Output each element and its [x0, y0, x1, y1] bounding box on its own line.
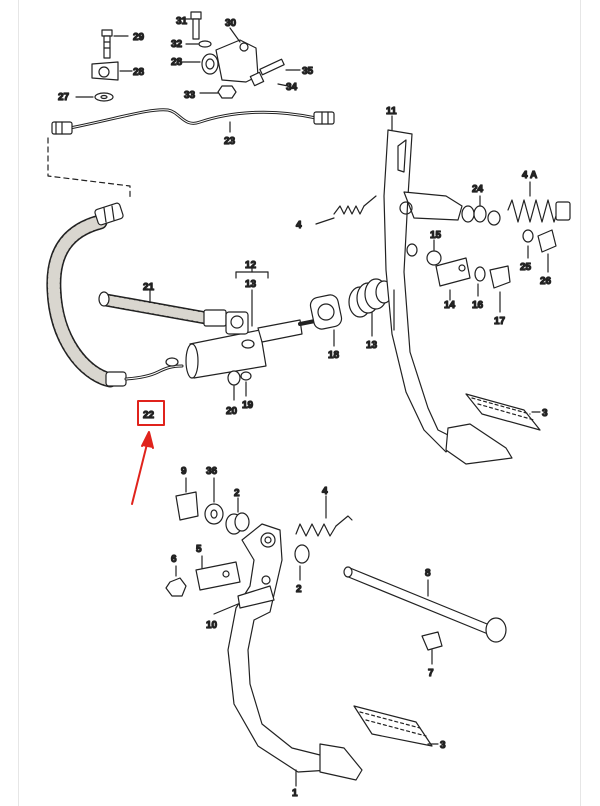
label-2-lower: 2 — [296, 584, 302, 595]
label-29: 29 — [133, 32, 145, 43]
label-14: 14 — [444, 300, 456, 311]
label-31: 31 — [176, 16, 188, 27]
label-20: 20 — [226, 406, 238, 417]
label-17: 17 — [494, 316, 506, 327]
bolt-29 — [101, 29, 129, 59]
brake-line-23 — [51, 108, 335, 135]
bushing-28 — [179, 53, 219, 75]
spring-4a — [315, 195, 377, 225]
pushrod-10 — [213, 585, 275, 615]
highlight-box-22 — [137, 400, 165, 426]
label-4-upper: 4 — [296, 220, 302, 231]
washer-27 — [75, 92, 114, 102]
label-9: 9 — [181, 466, 187, 477]
bolt-31 — [179, 11, 202, 40]
booster-spring-4A — [507, 181, 571, 223]
label-13-top: 13 — [245, 279, 257, 290]
brake-pedal-11 — [383, 115, 463, 453]
label-15: 15 — [430, 230, 442, 241]
left-page-edge — [18, 0, 19, 806]
label-28-top: 28 — [171, 57, 183, 68]
label-21: 21 — [143, 282, 155, 293]
nut-33 — [199, 85, 237, 99]
label-3-upper: 3 — [542, 408, 548, 419]
label-36: 36 — [206, 466, 218, 477]
clutch-pedal-1 — [227, 523, 363, 787]
rubber-boot-13 — [348, 278, 393, 337]
pedal-pad-3b — [353, 705, 439, 747]
label-6: 6 — [171, 554, 177, 565]
label-22: 22 — [143, 410, 155, 421]
bushing-2a — [225, 497, 250, 535]
label-11: 11 — [386, 106, 397, 117]
bushing-2b — [294, 544, 310, 581]
pin-15 — [406, 239, 442, 266]
label-12: 12 — [245, 260, 257, 271]
reservoir-hose-21 — [98, 289, 227, 327]
label-13-boot: 13 — [366, 340, 378, 351]
nut-6 — [165, 565, 187, 597]
bushing-24 — [461, 195, 501, 226]
washer-32 — [185, 40, 212, 48]
dashed-connection — [47, 137, 131, 201]
gasket-18 — [309, 294, 343, 347]
label-4-lower: 4 — [322, 486, 328, 497]
label-8: 8 — [425, 568, 431, 579]
master-cylinder-13 — [165, 265, 332, 379]
label-26: 26 — [540, 276, 552, 287]
label-30: 30 — [225, 18, 237, 29]
label-24: 24 — [472, 184, 484, 195]
bolt-35-34 — [249, 58, 301, 87]
bracket-30 — [215, 27, 259, 83]
spring-4b — [295, 495, 353, 537]
label-1: 1 — [292, 788, 298, 799]
clip-25-26 — [522, 229, 557, 273]
label-33: 33 — [184, 90, 196, 101]
washer-36 — [204, 477, 224, 525]
label-27: 27 — [58, 92, 70, 103]
label-2-upper: 2 — [234, 488, 240, 499]
right-page-edge — [580, 0, 581, 806]
washer-20-19 — [227, 370, 252, 401]
label-25: 25 — [520, 262, 532, 273]
label-32: 32 — [171, 39, 183, 50]
label-16: 16 — [472, 300, 484, 311]
pedal-pad-3a — [445, 393, 541, 465]
pedal-shaft-8 — [343, 566, 507, 643]
label-19: 19 — [242, 400, 254, 411]
label-10: 10 — [206, 620, 218, 631]
label-23: 23 — [224, 136, 236, 147]
label-28-left: 28 — [133, 67, 145, 78]
clip-9 — [175, 477, 199, 521]
flexible-hose-22 — [46, 202, 184, 388]
label-4A: 4 A — [522, 170, 537, 181]
pin-5 — [195, 555, 241, 591]
label-18: 18 — [328, 350, 340, 361]
label-3-lower: 3 — [440, 740, 446, 751]
pushrod-14 — [435, 257, 471, 301]
label-5: 5 — [196, 544, 202, 555]
cap-7 — [421, 631, 443, 665]
washer-16-clip-17 — [474, 265, 511, 313]
label-7: 7 — [428, 668, 434, 679]
highlight-arrow — [131, 431, 154, 505]
label-35: 35 — [302, 66, 314, 77]
label-34: 34 — [286, 82, 298, 93]
clamp-28 — [91, 61, 133, 81]
